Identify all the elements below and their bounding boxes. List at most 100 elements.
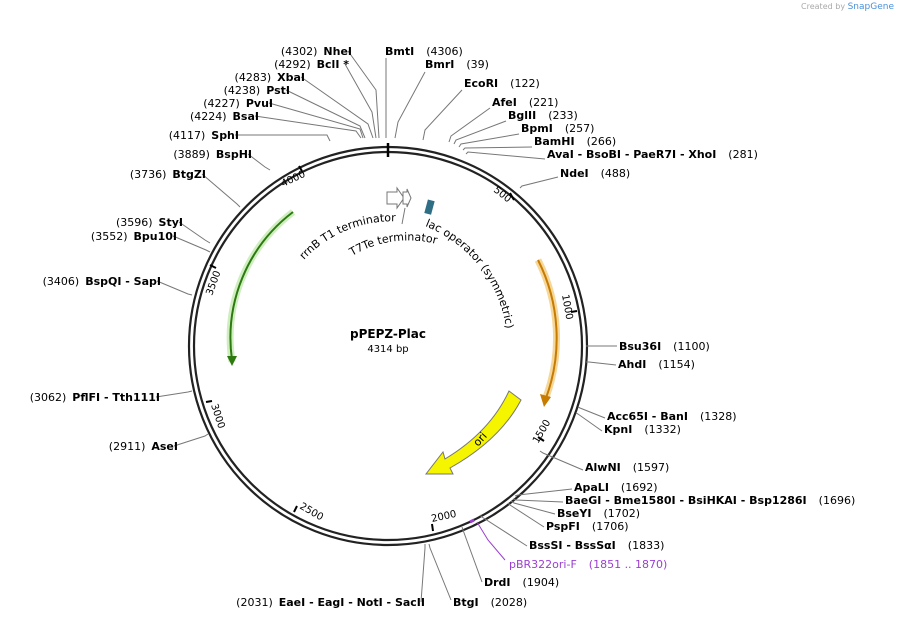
enzyme-name: PflFI <box>72 391 100 404</box>
enzyme-name: BglII <box>508 109 536 122</box>
enzyme-name: AseI <box>151 440 178 453</box>
site-leader-line <box>344 63 377 139</box>
enzyme-name: - BsiHKAI <box>676 494 737 507</box>
site-position: (1100) <box>673 340 710 353</box>
site-label: (3062) PflFI - Tth111I <box>30 391 160 404</box>
site-leader-line <box>172 235 211 253</box>
site-label: AlwNI(1597) <box>585 461 669 474</box>
enzyme-name: EaeI <box>279 596 306 609</box>
site-leader-line <box>514 488 573 497</box>
primer-name: pBR322ori-F <box>509 558 577 571</box>
enzyme-name: AvaI <box>547 148 574 161</box>
site-leader-line <box>519 176 559 189</box>
ruler: 500 1000 1500 2000 2500 3000 3500 4000 <box>204 165 578 532</box>
site-position: (1597) <box>633 461 670 474</box>
site-position: (4302) <box>281 45 318 58</box>
credit-prefix: Created by <box>801 2 846 11</box>
site-label: (4302)NheI <box>281 45 352 58</box>
t7te-terminator-arrow <box>402 188 412 208</box>
orange-feature-arrowhead <box>540 394 551 407</box>
site-label: (3596)StyI <box>116 216 183 229</box>
site-label: Bsu36I(1100) <box>619 340 710 353</box>
site-position: (3406) <box>43 275 80 288</box>
site-position: (3889) <box>173 148 210 161</box>
orange-feature-arrow <box>537 259 558 399</box>
site-position: (266) <box>587 135 617 148</box>
enzyme-name: Bpu10I <box>134 230 178 243</box>
site-label: (2911)AseI <box>109 440 178 453</box>
enzyme-name: BtgZI <box>172 168 206 181</box>
enzyme-name: - Tth111I <box>100 391 160 404</box>
site-leader-line <box>575 412 603 432</box>
site-label: (3889) BspHI <box>173 148 252 161</box>
site-position: (4306) <box>426 45 463 58</box>
site-label: BssSI - BssSαI(1833) <box>529 539 664 552</box>
enzyme-name: - EagI <box>305 596 344 609</box>
ori-feature <box>424 390 522 475</box>
site-leader-line <box>461 526 483 583</box>
enzyme-name: PvuI <box>246 97 273 110</box>
site-leader-line <box>285 89 366 139</box>
site-leader-line <box>507 502 545 528</box>
enzyme-name: BclI * <box>317 58 350 71</box>
enzyme-name: NdeI <box>560 167 589 180</box>
enzyme-name: ApaLI <box>574 481 609 494</box>
enzyme-name: BspHI <box>216 148 252 161</box>
lac-operator-text: lac operator (symmetric) <box>424 217 516 330</box>
site-position: (3062) <box>30 391 67 404</box>
lac-operator-mark <box>424 199 435 215</box>
site-label: AvaI - BsoBI - PaeR7I - XhoI(281) <box>547 148 758 161</box>
site-position: (4224) <box>190 110 227 123</box>
site-label: EcoRI(122) <box>464 77 540 90</box>
site-position: (1833) <box>628 539 665 552</box>
primer-label: pBR322ori-F (1851 .. 1870) <box>509 558 667 571</box>
site-leader-line <box>586 361 617 366</box>
enzyme-name: - Bme1580I <box>601 494 675 507</box>
primer-mark <box>469 518 475 524</box>
site-position: (1702) <box>603 507 640 520</box>
site-leader-line <box>539 450 584 471</box>
site-label: BtgI(2028) <box>453 596 527 609</box>
credit-brand: SnapGene <box>847 2 894 12</box>
site-position: (3552) <box>91 230 128 243</box>
site-leader-line <box>156 280 193 296</box>
site-leader-line <box>479 514 528 547</box>
rrnb-terminator-arrow <box>386 186 405 210</box>
site-position: (2028) <box>491 596 528 609</box>
enzyme-name: KpnI <box>604 423 632 436</box>
site-label: (4224)BsaI <box>190 110 259 123</box>
site-position: (1696) <box>819 494 856 507</box>
site-label: (3736) BtgZI <box>130 168 206 181</box>
site-leader-line <box>394 71 426 139</box>
site-leader-line <box>428 543 452 601</box>
enzyme-name: Acc65I <box>607 410 648 423</box>
site-label: (4117)SphI <box>169 129 239 142</box>
site-leader-line <box>300 76 374 139</box>
enzyme-name: SphI <box>211 129 239 142</box>
site-label: KpnI(1332) <box>604 423 681 436</box>
site-position: (257) <box>565 122 595 135</box>
site-label: DrdI(1904) <box>484 576 559 589</box>
restriction-sites: (4302)NheI(4292)BclI *(4283)XbaI(4238)Ps… <box>30 45 856 609</box>
enzyme-name: AfeI <box>492 96 517 109</box>
site-label: (3406)BspQI - SapI <box>43 275 161 288</box>
enzyme-name: - XhoI <box>676 148 716 161</box>
site-leader-line <box>453 120 507 145</box>
site-leader-line <box>458 133 520 148</box>
site-leader-line <box>347 50 380 139</box>
enzyme-name: BmrI <box>425 58 454 71</box>
site-position: (3596) <box>116 216 153 229</box>
primer-range: (1851 .. 1870) <box>589 558 668 571</box>
site-position: (4238) <box>224 84 261 97</box>
enzyme-name: - BanI <box>648 410 688 423</box>
site-position: (4283) <box>235 71 272 84</box>
site-position: (1904) <box>523 576 560 589</box>
site-label: AhdI(1154) <box>618 358 695 371</box>
site-label: ApaLI(1692) <box>574 481 658 494</box>
site-position: (4227) <box>203 97 240 110</box>
site-position: (3736) <box>130 168 167 181</box>
enzyme-name: BseYI <box>557 507 591 520</box>
enzyme-name: BpmI <box>521 122 553 135</box>
site-leader-line <box>155 390 193 398</box>
